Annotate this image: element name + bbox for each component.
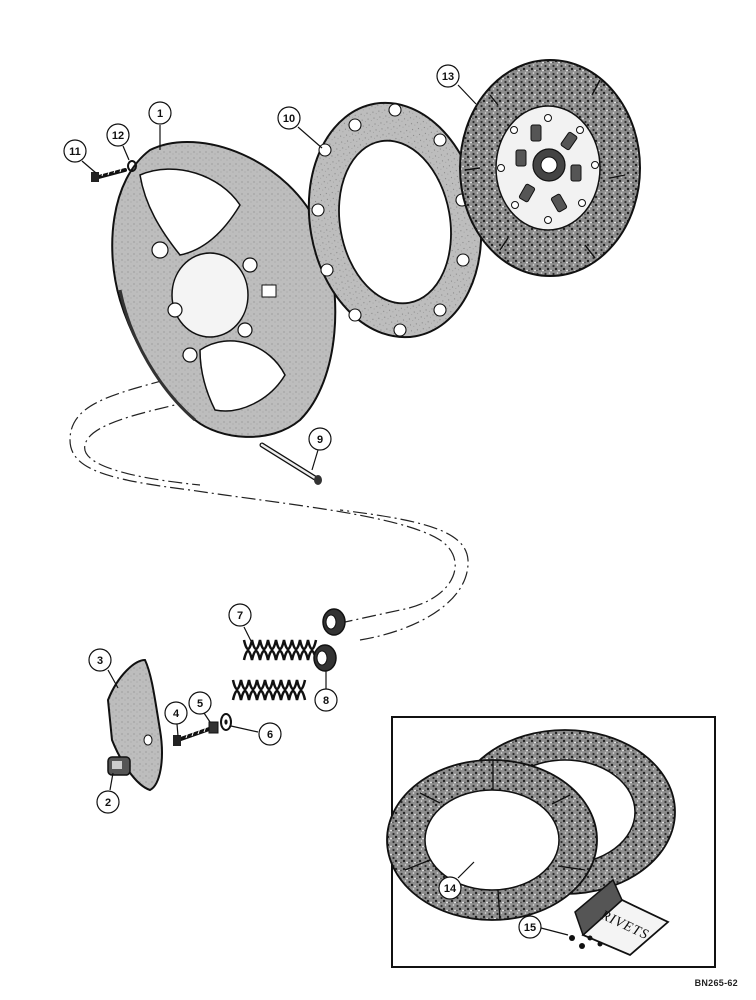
svg-text:4: 4 bbox=[173, 708, 180, 720]
rivets-packet: RIVETS bbox=[569, 878, 670, 957]
svg-text:11: 11 bbox=[69, 146, 81, 158]
document-code: BN265-62 bbox=[694, 978, 738, 988]
callout-11: 11 bbox=[63, 139, 97, 174]
svg-text:9: 9 bbox=[317, 434, 323, 446]
svg-text:5: 5 bbox=[197, 698, 203, 710]
facings-inset: RIVETS bbox=[386, 716, 716, 968]
svg-text:12: 12 bbox=[112, 130, 124, 142]
callout-14: 14 bbox=[438, 861, 475, 900]
assembly-leader-line bbox=[69, 379, 469, 641]
lever-shoe bbox=[107, 756, 131, 776]
svg-text:3: 3 bbox=[97, 655, 103, 667]
clutch-facing-front bbox=[386, 759, 598, 921]
callout-1: 1 bbox=[148, 101, 172, 150]
svg-text:6: 6 bbox=[267, 729, 273, 741]
svg-text:15: 15 bbox=[524, 922, 536, 934]
cap-screw bbox=[91, 165, 127, 182]
svg-text:1: 1 bbox=[157, 108, 163, 120]
svg-text:14: 14 bbox=[444, 883, 457, 895]
callouts: 1 2 3 4 5 6 7 bbox=[63, 64, 569, 939]
adjusting-bolt bbox=[173, 725, 214, 746]
callout-5: 5 bbox=[188, 691, 212, 723]
svg-text:2: 2 bbox=[105, 797, 111, 809]
callout-10: 10 bbox=[277, 106, 323, 149]
svg-text:10: 10 bbox=[283, 113, 295, 125]
callout-13: 13 bbox=[436, 64, 477, 105]
lock-washer bbox=[127, 160, 137, 172]
jam-nut bbox=[208, 721, 219, 734]
callout-9: 9 bbox=[308, 427, 332, 471]
pin bbox=[259, 442, 322, 485]
callout-7: 7 bbox=[228, 603, 253, 644]
callout-6: 6 bbox=[230, 722, 282, 746]
spring-cups bbox=[313, 608, 346, 672]
pressure-plate-ring bbox=[307, 101, 483, 339]
clutch-cover-plate bbox=[111, 141, 337, 438]
clutch-disc bbox=[459, 59, 641, 277]
pressure-springs bbox=[231, 639, 318, 701]
callout-15: 15 bbox=[518, 915, 569, 939]
callout-8: 8 bbox=[314, 671, 338, 712]
flat-washer bbox=[220, 713, 232, 731]
svg-text:13: 13 bbox=[442, 71, 454, 83]
callout-3: 3 bbox=[88, 648, 119, 689]
svg-text:7: 7 bbox=[237, 610, 243, 622]
callout-2: 2 bbox=[96, 772, 120, 814]
svg-text:8: 8 bbox=[323, 695, 329, 707]
callout-12: 12 bbox=[106, 123, 130, 161]
callout-4: 4 bbox=[164, 701, 188, 737]
